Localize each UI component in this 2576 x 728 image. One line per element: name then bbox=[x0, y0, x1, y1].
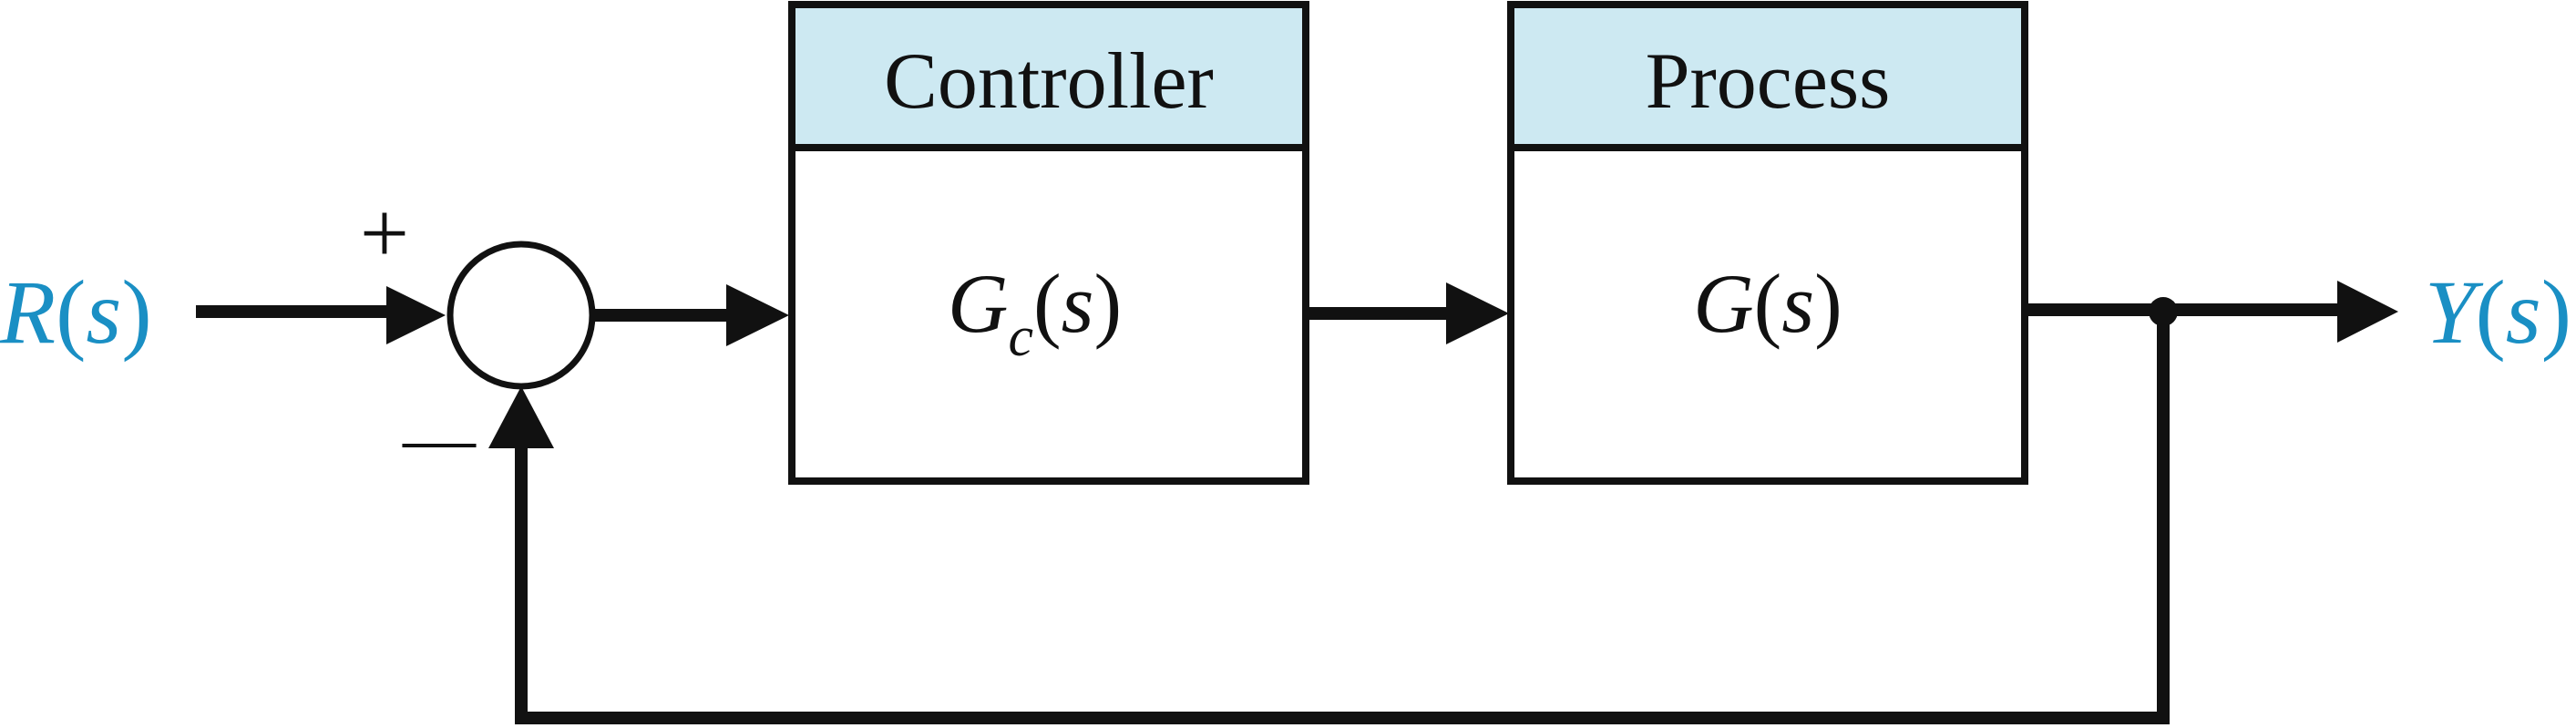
input-signal-var: s bbox=[86, 261, 121, 363]
input-arrowhead bbox=[386, 286, 446, 344]
controller-tf-open-paren: ( bbox=[1033, 257, 1062, 350]
summing-junction-minus-sign: — bbox=[402, 399, 477, 479]
output-signal-letter: Y bbox=[2425, 261, 2484, 363]
control-signal-arrowhead bbox=[1446, 282, 1509, 344]
controller-block: Controller Gc(s) bbox=[788, 1, 1309, 485]
summing-junction-plus-sign: + bbox=[360, 184, 409, 282]
process-body bbox=[1507, 144, 2028, 485]
input-signal-label: R(s) bbox=[0, 261, 152, 363]
input-signal-letter: R bbox=[0, 261, 56, 363]
process-block: Process G(s) bbox=[1507, 1, 2028, 485]
process-tf-close-paren: ) bbox=[1814, 257, 1842, 350]
output-arrowhead bbox=[2337, 281, 2398, 343]
controller-tf-subscript: c bbox=[1008, 306, 1033, 368]
controller-tf-letter: G bbox=[948, 257, 1008, 350]
process-tf-var: s bbox=[1781, 257, 1814, 350]
output-signal-label: Y(s) bbox=[2425, 261, 2571, 363]
feedback-path bbox=[515, 312, 2170, 724]
process-tf-open-paren: ( bbox=[1754, 257, 1782, 350]
output-signal-var: s bbox=[2506, 261, 2541, 363]
controller-title: Controller bbox=[884, 37, 1214, 126]
input-signal-open-paren: ( bbox=[56, 261, 86, 363]
process-transfer-function: G(s) bbox=[1693, 257, 1842, 350]
process-tf-letter: G bbox=[1693, 257, 1753, 350]
process-title: Process bbox=[1646, 37, 1891, 126]
summing-junction bbox=[446, 241, 596, 390]
error-signal-arrowhead bbox=[726, 284, 789, 346]
process-header bbox=[1507, 1, 2028, 151]
output-signal-close-paren: ) bbox=[2541, 261, 2571, 363]
controller-tf-close-paren: ) bbox=[1093, 257, 1122, 350]
output-signal-open-paren: ( bbox=[2475, 261, 2505, 363]
controller-body bbox=[788, 144, 1309, 485]
controller-transfer-function: Gc(s) bbox=[948, 257, 1122, 368]
controller-tf-var: s bbox=[1062, 257, 1094, 350]
feedback-arrowhead bbox=[488, 386, 554, 448]
controller-header bbox=[788, 1, 1309, 151]
input-signal-close-paren: ) bbox=[121, 261, 151, 363]
